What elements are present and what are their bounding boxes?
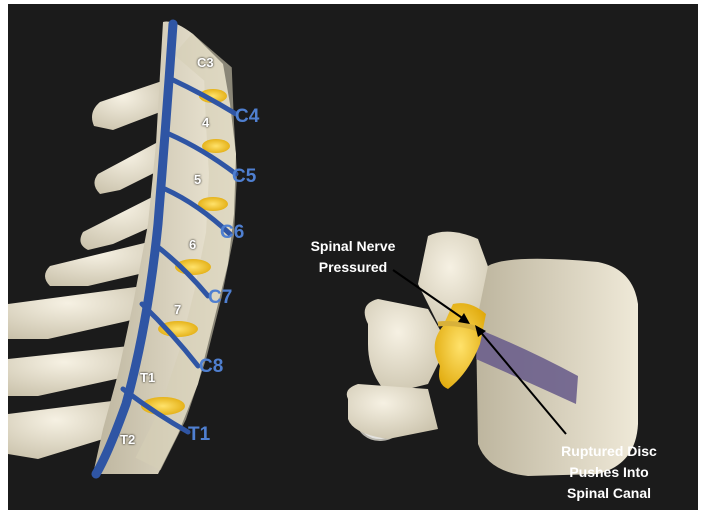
label-c3: C3 <box>197 55 214 70</box>
spinous-process-c3 <box>92 79 168 130</box>
label-vertebra-6: 6 <box>189 237 196 252</box>
label-vertebra-5: 5 <box>194 172 201 187</box>
label-t1-vertebra: T1 <box>140 370 155 385</box>
callout-ruptured-disc-line-3: Spinal Canal <box>544 483 674 504</box>
label-nerve-t1: T1 <box>188 424 210 446</box>
cervical-spine <box>8 22 236 475</box>
callout-spinal-nerve-line-2: Pressured <box>298 257 408 278</box>
label-nerve-c4: C4 <box>235 106 259 128</box>
callout-spinal-nerve: Spinal Nerve Pressured <box>298 236 408 278</box>
label-nerve-c6: C6 <box>220 222 244 244</box>
callout-ruptured-disc: Ruptured Disc Pushes Into Spinal Canal <box>544 441 674 504</box>
label-t2-vertebra: T2 <box>120 432 135 447</box>
label-nerve-c8: C8 <box>199 356 223 378</box>
callout-ruptured-disc-line-1: Ruptured Disc <box>544 441 674 462</box>
label-vertebra-4: 4 <box>202 115 209 130</box>
label-nerve-c5: C5 <box>232 166 256 188</box>
label-nerve-c7: C7 <box>208 287 232 309</box>
label-vertebra-7: 7 <box>174 302 181 317</box>
illustration-frame: C3 4 5 6 7 T1 T2 C4 C5 C6 C7 C8 T1 Spina… <box>8 4 698 510</box>
callout-ruptured-disc-line-2: Pushes Into <box>544 462 674 483</box>
callout-spinal-nerve-line-1: Spinal Nerve <box>298 236 408 257</box>
